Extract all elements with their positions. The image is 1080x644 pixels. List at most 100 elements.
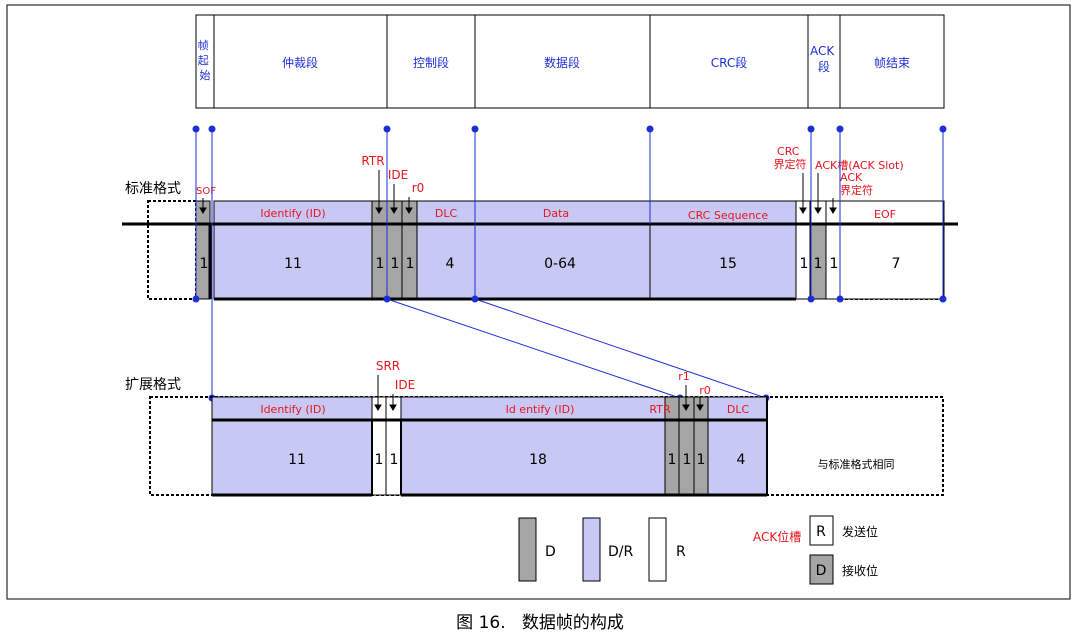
boundary-markers bbox=[192, 125, 947, 402]
standard-rtr-label: RTR bbox=[361, 154, 384, 168]
segment-ack-box bbox=[807, 14, 841, 109]
std-bit-crcdelim: 1 bbox=[800, 256, 809, 272]
standard-sof-label: SOF bbox=[196, 186, 216, 197]
dot-b7 bbox=[836, 295, 844, 303]
arrow-sof-head bbox=[199, 207, 207, 214]
extended-field-band bbox=[211, 396, 768, 421]
segment-data-box bbox=[474, 14, 651, 109]
standard-arrows bbox=[199, 170, 837, 214]
dot-3 bbox=[383, 125, 391, 133]
segment-ack-label: ACK 段 bbox=[810, 44, 838, 74]
standard-ackslot-label: ACK槽(ACK Slot) bbox=[815, 159, 904, 172]
standard-idle-left bbox=[147, 200, 197, 300]
ext-id1-cell bbox=[211, 419, 373, 496]
segment-control-box bbox=[386, 14, 476, 109]
ext-bit-id1: 11 bbox=[288, 452, 306, 468]
standard-identify-text: Identify (ID) bbox=[260, 207, 325, 220]
dot-2 bbox=[208, 125, 216, 133]
segment-sof-label: 帧 起 始 bbox=[198, 38, 213, 82]
extended-same-as-standard: 与标准格式相同 bbox=[818, 457, 895, 471]
dot-7 bbox=[836, 125, 844, 133]
standard-sof-cell bbox=[195, 200, 211, 300]
legend-ack-title: ACK位槽 bbox=[753, 529, 801, 544]
standard-eof-cell bbox=[839, 223, 945, 300]
legend-ack-r-text: 发送位 bbox=[842, 524, 878, 539]
std-bit-crc: 15 bbox=[719, 256, 737, 272]
figure-border bbox=[6, 4, 1071, 600]
extended-arrows bbox=[374, 375, 704, 411]
arrow-r1-head bbox=[682, 404, 690, 411]
std-bit-rtr: 1 bbox=[376, 256, 385, 272]
extended-dlc-text: DLC bbox=[727, 403, 750, 416]
segment-data-label: 数据段 bbox=[544, 55, 580, 70]
dot-b1 bbox=[192, 295, 200, 303]
arrow-ide-head bbox=[390, 207, 398, 214]
dot-5 bbox=[646, 125, 654, 133]
ext-bit-ide: 1 bbox=[390, 452, 399, 468]
ext-bit-srr: 1 bbox=[375, 452, 384, 468]
ext-bit-dlc: 4 bbox=[737, 452, 746, 468]
arrow-srr-head bbox=[374, 404, 382, 411]
arrow-ack-head bbox=[814, 207, 822, 214]
standard-bit-counts: 1 11 1 1 1 4 0-64 15 1 1 1 7 bbox=[200, 256, 901, 272]
segment-eof-box bbox=[839, 14, 945, 109]
arrow-r0-head bbox=[405, 207, 413, 214]
dot-1 bbox=[192, 125, 200, 133]
std-bit-id: 11 bbox=[284, 256, 302, 272]
legend-d-swatch bbox=[518, 517, 537, 582]
standard-data-text: Data bbox=[543, 207, 569, 220]
arrow-er0-head bbox=[696, 404, 704, 411]
dot-b6 bbox=[807, 295, 815, 303]
segment-eof-label: 帧结束 bbox=[874, 56, 910, 70]
dot-b8 bbox=[939, 295, 947, 303]
extended-bit-counts: 11 1 1 18 1 1 1 4 bbox=[288, 452, 745, 468]
legend-dr-swatch bbox=[582, 517, 601, 582]
extended-bit-cells bbox=[211, 396, 768, 496]
standard-ide-label: IDE bbox=[388, 168, 408, 182]
dot-8 bbox=[939, 125, 947, 133]
ext-bit-r0: 1 bbox=[697, 452, 706, 468]
extended-rtr-text: RTR bbox=[649, 403, 671, 416]
ext-r0-cell bbox=[693, 396, 709, 496]
std-bit-eof: 7 bbox=[892, 256, 901, 272]
standard-crcseq-text: CRC Sequence bbox=[688, 209, 768, 222]
std-bit-dlc: 4 bbox=[446, 256, 455, 272]
legend-r-swatch bbox=[648, 517, 667, 582]
arrow-eide-head bbox=[389, 404, 397, 411]
legend-ack-d-text: 接收位 bbox=[842, 563, 878, 578]
segment-crc-box bbox=[649, 14, 809, 109]
segment-arbitration-label: 仲裁段 bbox=[282, 55, 318, 70]
standard-id-cell bbox=[213, 223, 373, 300]
segment-arbitration-box bbox=[213, 14, 388, 109]
legend-ack-r-box bbox=[809, 515, 834, 546]
segment-crc-label: CRC段 bbox=[711, 55, 748, 70]
standard-r0-label: r0 bbox=[412, 181, 425, 195]
legend: D D/R R ACK位槽 R D 发送位 接收位 bbox=[518, 515, 878, 585]
map-line-2 bbox=[474, 298, 767, 399]
standard-bit-cells bbox=[195, 200, 945, 300]
extended-r1-label: r1 bbox=[678, 370, 690, 383]
extended-identify1-text: Identify (ID) bbox=[260, 403, 325, 416]
standard-dlc-text: DLC bbox=[435, 207, 458, 220]
extended-ide-label: IDE bbox=[395, 378, 415, 392]
std-bit-ack: 1 bbox=[814, 256, 823, 272]
map-line-1 bbox=[386, 298, 681, 399]
legend-d-label: D bbox=[545, 544, 556, 560]
standard-ackdelim-label: ACK 界定符 bbox=[840, 171, 873, 197]
standard-ide-cell bbox=[386, 200, 403, 300]
segment-control-label: 控制段 bbox=[413, 55, 449, 70]
std-bit-r0: 1 bbox=[406, 256, 415, 272]
standard-r0-cell bbox=[401, 200, 418, 300]
ext-bit-r1: 1 bbox=[683, 452, 692, 468]
ext-bit-id2: 18 bbox=[529, 452, 547, 468]
ext-dlc-cell bbox=[707, 419, 768, 496]
extended-srr-label: SRR bbox=[376, 359, 400, 373]
arrow-crcdelim-head bbox=[799, 207, 807, 214]
legend-ack-d-box bbox=[809, 554, 834, 585]
extended-identify2-text: Id entify (ID) bbox=[506, 403, 575, 416]
extended-format-title: 扩展格式 bbox=[125, 377, 181, 393]
legend-r-label: R bbox=[676, 544, 686, 560]
figure-caption: 图 16. 数据帧的构成 bbox=[456, 613, 624, 633]
dot-4 bbox=[471, 125, 479, 133]
